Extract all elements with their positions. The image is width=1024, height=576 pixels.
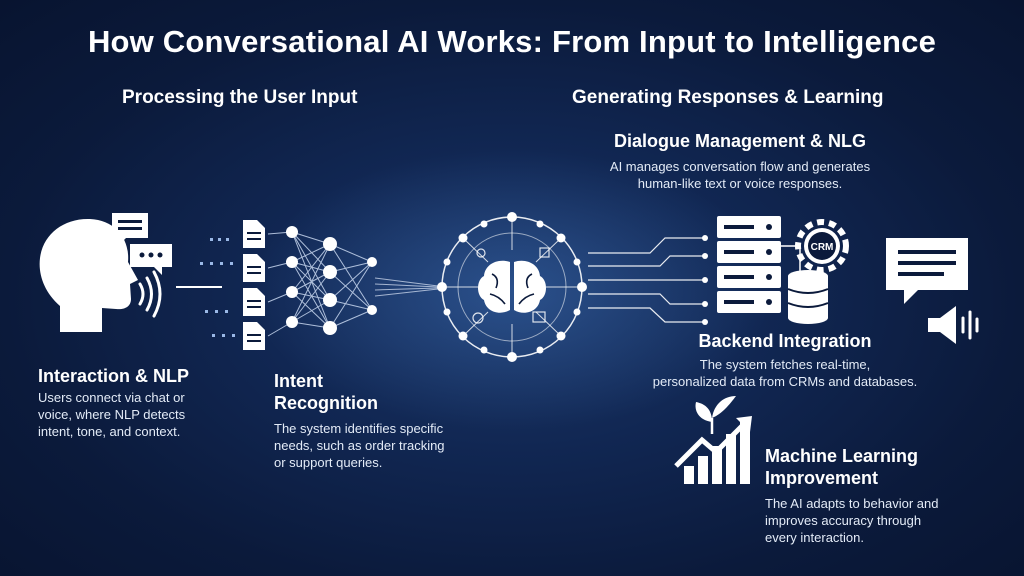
dialogue-title: Dialogue Management & NLG <box>613 131 867 151</box>
response-bubble-icon <box>886 238 968 304</box>
backend-title: Backend Integration <box>698 331 872 351</box>
connector-endpoints <box>702 235 708 325</box>
ml-desc-line-2: improves accuracy through <box>765 513 922 528</box>
interaction-desc-line-3: intent, tone, and context. <box>38 424 181 439</box>
neural-network-icon <box>267 226 377 337</box>
dialogue-desc-line-2: human-like text or voice responses. <box>637 176 843 191</box>
chat-bubbles-icon <box>112 213 172 275</box>
interaction-block: Interaction & NLP Users connect via chat… <box>38 365 258 440</box>
server-stack-icon <box>717 216 781 313</box>
center-glow <box>252 150 772 430</box>
crm-gear-icon: CRM <box>795 219 849 273</box>
growth-chart-icon <box>674 396 752 484</box>
ml-title-line-1: Machine Learning <box>765 446 919 466</box>
interaction-title: Interaction & NLP <box>38 366 190 386</box>
intent-title-line-2: Recognition <box>274 393 378 413</box>
intent-desc-line-2: needs, such as order tracking <box>274 438 445 453</box>
database-icon <box>787 270 829 324</box>
document-stack-icon <box>243 220 265 350</box>
backend-block: Backend Integration The system fetches r… <box>620 330 950 390</box>
intent-title-line-1: Intent <box>274 371 323 391</box>
page-title: How Conversational AI Works: From Input … <box>87 24 937 59</box>
signal-streaks <box>374 277 439 297</box>
backend-desc-line-1: The system fetches real-time, <box>699 357 871 372</box>
sound-waves-icon <box>138 270 162 318</box>
data-stream-dots <box>200 238 235 337</box>
interaction-desc-line-1: Users connect via chat or <box>38 390 185 405</box>
intent-block: Intent Recognition The system identifies… <box>274 370 514 471</box>
ml-desc-line-3: every interaction. <box>765 530 864 545</box>
ml-desc-line-1: The AI adapts to behavior and <box>765 496 939 511</box>
speaker-icon <box>928 306 979 344</box>
backend-desc-line-2: personalized data from CRMs and database… <box>652 374 918 389</box>
ml-title-line-2: Improvement <box>765 468 879 488</box>
section-heading-responses: Generating Responses & Learning <box>572 87 884 108</box>
output-connectors <box>588 237 705 323</box>
dialogue-desc-line-1: AI manages conversation flow and generat… <box>609 159 871 174</box>
dialogue-block: Dialogue Management & NLG AI manages con… <box>560 130 920 192</box>
intent-desc-line-3: or support queries. <box>274 455 383 470</box>
interaction-desc-line-2: voice, where NLP detects <box>38 407 186 422</box>
ml-block: Machine Learning Improvement The AI adap… <box>765 445 995 546</box>
intent-desc-line-1: The system identifies specific <box>274 421 444 436</box>
brain-chip-icon <box>437 212 587 362</box>
crm-label: CRM <box>811 242 834 253</box>
head-speaking-icon <box>39 218 139 332</box>
section-heading-input: Processing the User Input <box>122 87 358 108</box>
